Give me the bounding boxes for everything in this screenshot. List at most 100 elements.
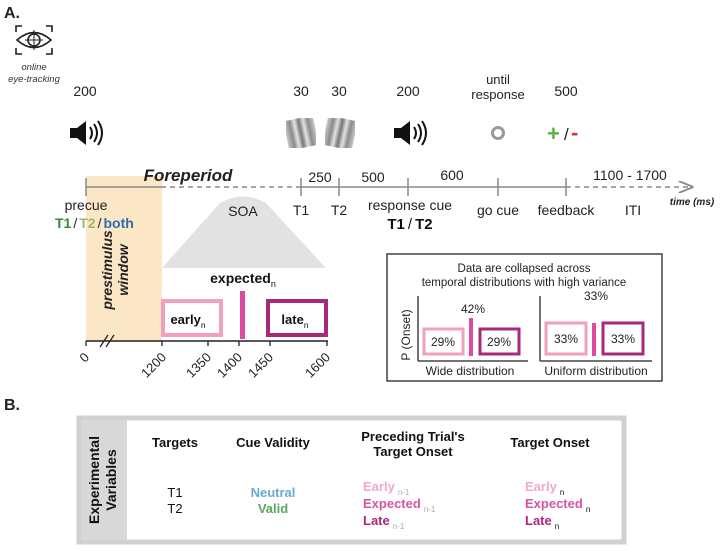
uniform-expected-value: 33% (584, 289, 608, 303)
response-options: T1/T2 (387, 216, 432, 233)
precue-option-t2: T2 (79, 215, 96, 231)
wide-expected-bar (469, 318, 473, 356)
expected-bar (240, 291, 245, 339)
response-option-t1: T1 (387, 216, 405, 233)
duration-t2: 30 (331, 83, 347, 99)
duration-response-cue: 200 (396, 83, 420, 99)
interval-iti: 1100 - 1700 (593, 167, 667, 183)
uniform-label: Uniform distribution (544, 364, 647, 378)
prestimulus-window-label-1: prestimulus (99, 230, 115, 311)
tick-1400: 1400 (214, 350, 245, 381)
uniform-early-value: 33% (554, 332, 578, 346)
uniform-early-box (544, 321, 588, 356)
side-label-1: Experimental (86, 436, 102, 524)
go-cue-icon (491, 126, 505, 140)
feedback-incorrect-icon: - (571, 120, 578, 145)
target-t2: T2 (167, 501, 182, 516)
duration-t1: 30 (293, 83, 309, 99)
duration-go-cue-2: response (471, 87, 524, 102)
response-option-t2: T2 (415, 216, 433, 233)
bottom-axis-break (99, 334, 115, 348)
gabor-t1-icon (282, 114, 320, 152)
wide-expected-value: 42% (461, 302, 485, 316)
time-axis-label: time (ms) (670, 197, 715, 208)
duration-precue: 200 (73, 83, 97, 99)
precue-sep-1: / (73, 215, 77, 231)
tick-1200: 1200 (138, 350, 169, 381)
late-label: laten (281, 312, 308, 330)
precue-options: T1/T2/both (55, 215, 134, 231)
feedback-correct-icon: + (547, 121, 560, 146)
gabor-t2-icon (321, 114, 359, 152)
header-preceding-1: Preceding Trial's (361, 429, 465, 444)
inset-title-1: Data are collapsed across (458, 263, 591, 275)
variables-side-band (81, 420, 127, 540)
uniform-expected-bar (592, 323, 596, 356)
cue-validity-valid: Valid (258, 501, 288, 516)
early-box (161, 299, 223, 337)
interval-resp-go: 600 (440, 167, 464, 183)
interval-t2-resp: 500 (361, 169, 385, 185)
variables-table (76, 415, 627, 545)
inset-ylabel: P (Onset) (399, 309, 413, 360)
tick-1350: 1350 (183, 350, 214, 381)
tick-1600: 1600 (302, 350, 333, 381)
uniform-late-value: 33% (611, 332, 635, 346)
precue-sep-2: / (98, 215, 102, 231)
uniform-late-box (601, 321, 645, 356)
event-t2: T2 (331, 202, 348, 218)
duration-go-cue-1: until (486, 72, 510, 87)
soa-label: SOA (228, 203, 258, 219)
duration-feedback: 500 (554, 83, 578, 99)
precue-option-t1: T1 (55, 215, 72, 231)
eye-tracking-label-1: online (21, 62, 46, 73)
precue-option-both: both (103, 215, 133, 231)
event-t1: T1 (293, 202, 310, 218)
timeline-ticks (85, 178, 567, 196)
wide-late-value: 29% (487, 335, 511, 349)
bottom-axis-ticks (85, 341, 328, 346)
event-precue: precue (65, 197, 108, 213)
side-label-2: Variables (103, 449, 119, 511)
header-targets: Targets (152, 435, 198, 450)
event-iti: ITI (625, 202, 641, 218)
soa-distribution-shape (162, 196, 326, 268)
panel-b-label: B. (4, 397, 20, 414)
header-target-onset: Target Onset (510, 435, 590, 450)
feedback-separator: / (564, 125, 569, 144)
event-feedback: feedback (538, 202, 596, 218)
late-box (266, 299, 328, 337)
tick-0: 0 (76, 350, 92, 366)
prestimulus-window (86, 176, 162, 342)
early-label: earlyn (170, 312, 205, 330)
inset-title-2: temporal distributions with high varianc… (422, 277, 627, 289)
wide-early-value: 29% (431, 335, 455, 349)
inset-box (386, 253, 663, 382)
cue-validity-neutral: Neutral (251, 485, 296, 500)
speaker-icon-precue (70, 120, 103, 146)
wide-early-box (422, 327, 465, 356)
wide-label: Wide distribution (426, 364, 515, 378)
prestimulus-window-label-2: window (115, 243, 131, 295)
eye-tracking-label-2: eye-tracking (8, 74, 60, 85)
expected-label: expectedn (210, 270, 276, 289)
event-response-cue: response cue (368, 197, 452, 213)
tick-1450: 1450 (245, 350, 276, 381)
event-go-cue: go cue (477, 202, 519, 218)
panel-a-label: A. (4, 5, 20, 22)
response-sep: / (408, 216, 413, 233)
header-cue-validity: Cue Validity (236, 435, 310, 450)
interval-t1-t2: 250 (308, 169, 332, 185)
foreperiod-label: Foreperiod (144, 166, 233, 185)
target-t1: T1 (167, 485, 182, 500)
wide-late-box (478, 327, 521, 356)
eye-tracking-icon (15, 25, 53, 55)
